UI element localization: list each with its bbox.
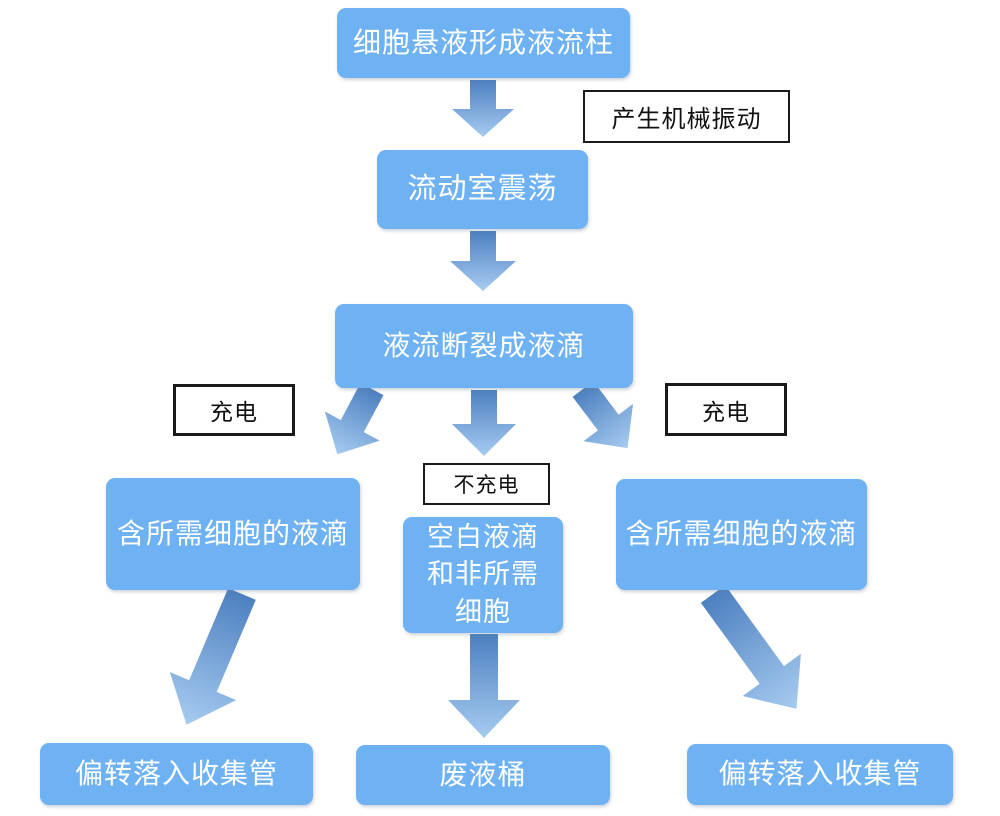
arrow-left-droplet-to-collect — [169, 588, 256, 725]
node-waste-container: 废液桶 — [356, 745, 610, 805]
node-deflect-to-collection-tube-left: 偏转落入收集管 — [40, 743, 313, 805]
label-charge-left: 充电 — [173, 384, 295, 436]
node-cell-suspension-stream: 细胞悬液形成液流柱 — [337, 8, 630, 78]
label-no-charge: 不充电 — [423, 463, 550, 505]
label-mechanical-vibration: 产生机械振动 — [583, 90, 790, 143]
node-deflect-to-collection-tube-right: 偏转落入收集管 — [687, 744, 953, 805]
arrow-right-droplet-to-collect — [700, 585, 801, 709]
node-stream-breaks-into-droplets: 液流断裂成液滴 — [335, 304, 633, 388]
label-charge-right: 充电 — [665, 383, 787, 436]
node-flow-chamber-oscillation: 流动室震荡 — [377, 150, 588, 229]
arrow-step3-to-left-droplet — [324, 382, 384, 455]
arrow-step1-to-step2 — [452, 80, 514, 137]
arrow-step3-to-center-droplet — [452, 390, 516, 456]
arrow-step2-to-step3 — [450, 231, 516, 291]
arrow-center-droplet-to-waste — [448, 634, 520, 738]
node-droplet-with-target-cells-right: 含所需细胞的液滴 — [616, 479, 867, 590]
node-droplet-with-target-cells-left: 含所需细胞的液滴 — [106, 478, 360, 590]
node-blank-droplet-unwanted-cells: 空白液滴和非所需细胞 — [403, 517, 563, 633]
